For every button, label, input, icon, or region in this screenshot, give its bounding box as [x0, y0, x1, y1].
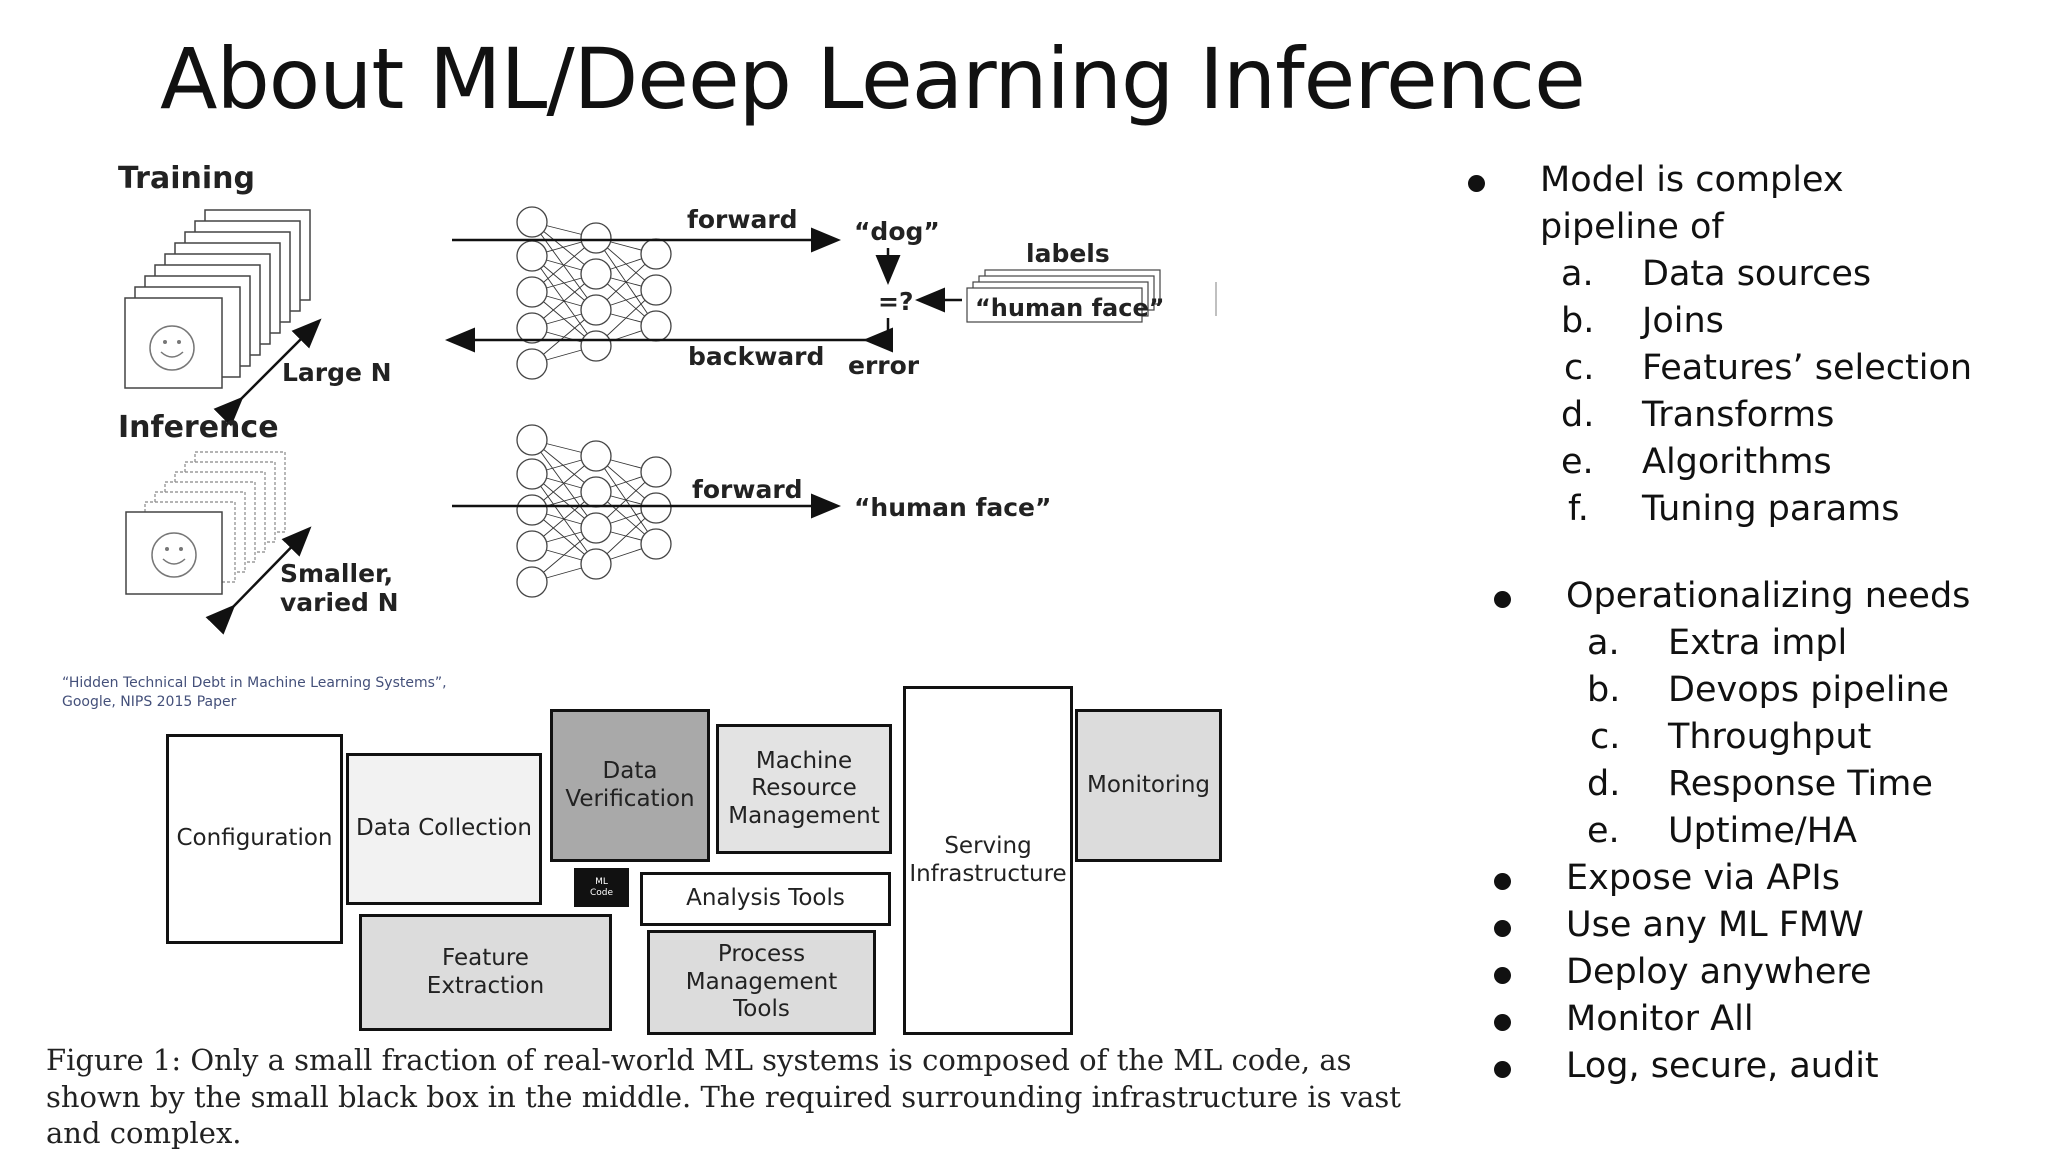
bullet-deploy-anywhere: Deploy anywhere [1566, 952, 1872, 992]
serving-infrastructure-box: Serving Infrastructure [903, 686, 1073, 1035]
smaller-n-label-1: Smaller, [280, 559, 393, 588]
sub-item-throughput: Throughput [1668, 717, 1872, 757]
backward-label: backward [688, 342, 824, 371]
compare-label: =? [878, 287, 913, 316]
training-image-stack [124, 209, 311, 389]
figure-caption: Figure 1: Only a small fraction of real-… [46, 1043, 1401, 1151]
inference-image-stack [125, 451, 286, 595]
citation-line-1: “Hidden Technical Debt in Machine Learni… [62, 675, 447, 691]
citation-line-2: Google, NIPS 2015 Paper [62, 693, 237, 710]
sub-marker: d. [1587, 764, 1621, 804]
machine-resource-box: Machine Resource Management [716, 724, 892, 854]
sub-marker: c. [1564, 348, 1595, 388]
sub-marker: d. [1561, 395, 1595, 435]
monitoring-box: Monitoring [1075, 709, 1222, 862]
sub-marker: a. [1561, 254, 1594, 294]
bullet-model-line-1: Model is complex [1540, 160, 1844, 200]
sub-marker: e. [1587, 811, 1620, 851]
configuration-box: Configuration [166, 734, 343, 944]
ml-code-box: ML Code [574, 868, 629, 907]
bullet-dot [1494, 591, 1511, 608]
bullet-dot [1494, 1061, 1511, 1078]
bullet-model-line-2: pipeline of [1540, 207, 1724, 247]
error-label: error [848, 351, 920, 380]
training-label: Training [118, 161, 255, 196]
bullet-dot [1494, 967, 1511, 984]
sub-marker: e. [1561, 442, 1594, 482]
training-neural-net [516, 206, 672, 380]
sub-marker: b. [1587, 670, 1621, 710]
bullet-dot [1468, 175, 1485, 192]
forward-label-2: forward [692, 475, 803, 504]
data-verification-box: Data Verification [550, 709, 710, 862]
ml-code-line-1: ML [595, 876, 608, 887]
bullet-expose-apis: Expose via APIs [1566, 858, 1840, 898]
smaller-n-label-2: varied N [280, 588, 399, 617]
citation: “Hidden Technical Debt in Machine Learni… [62, 674, 447, 712]
bullet-use-any-ml: Use any ML FMW [1566, 905, 1864, 945]
sub-item-extra-impl: Extra impl [1668, 623, 1848, 663]
ml-code-line-2: Code [589, 887, 614, 898]
inference-label: Inference [118, 410, 279, 445]
forward-label: forward [687, 205, 798, 234]
bullet-log-secure-audit: Log, secure, audit [1566, 1046, 1879, 1086]
large-n-label: Large N [282, 358, 392, 387]
sub-item-joins: Joins [1642, 301, 1724, 341]
analysis-tools-box: Analysis Tools [640, 872, 891, 926]
bullet-monitor-all: Monitor All [1566, 999, 1754, 1039]
data-collection-box: Data Collection [346, 753, 542, 905]
sub-item-transforms: Transforms [1642, 395, 1835, 435]
sub-marker: a. [1587, 623, 1620, 663]
sub-item-data-sources: Data sources [1642, 254, 1872, 294]
dog-label: “dog” [854, 217, 940, 246]
bullet-dot [1494, 1014, 1511, 1031]
sub-item-features-selection: Features’ selection [1642, 348, 1973, 388]
bullet-operationalizing: Operationalizing needs [1566, 576, 1971, 616]
sub-item-response-time: Response Time [1668, 764, 1933, 804]
inference-neural-net [516, 424, 672, 598]
process-management-box: Process Management Tools [647, 930, 876, 1035]
sub-marker: f. [1568, 489, 1589, 529]
bullet-dot [1494, 920, 1511, 937]
labels-label: labels [1026, 239, 1110, 268]
sub-item-uptime-ha: Uptime/HA [1668, 811, 1857, 851]
human-face-label: “human face” [975, 294, 1165, 322]
sub-item-algorithms: Algorithms [1642, 442, 1832, 482]
slide-title: About ML/Deep Learning Inference [160, 30, 1586, 128]
sub-item-tuning-params: Tuning params [1642, 489, 1900, 529]
sub-item-devops-pipeline: Devops pipeline [1668, 670, 1950, 710]
labels-stack [966, 269, 1161, 323]
bullet-dot [1494, 873, 1511, 890]
feature-extraction-box: Feature Extraction [359, 914, 612, 1031]
human-face-output: “human face” [854, 493, 1051, 522]
sub-marker: b. [1561, 301, 1595, 341]
sub-marker: c. [1590, 717, 1621, 757]
